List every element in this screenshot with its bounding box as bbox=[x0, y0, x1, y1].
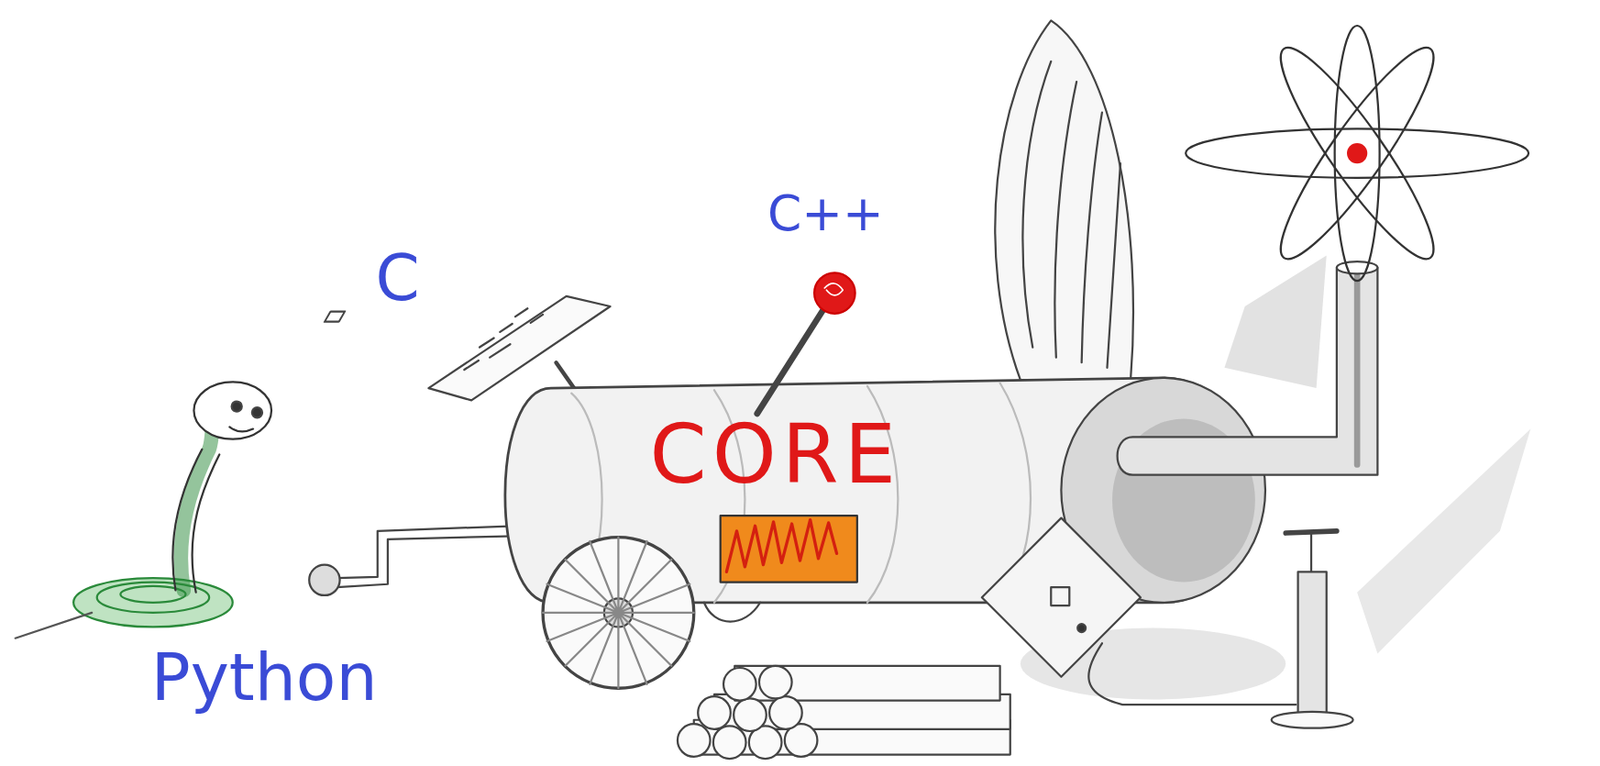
gear-box bbox=[982, 518, 1297, 705]
air-pump bbox=[1271, 530, 1354, 729]
language-label: C++ bbox=[767, 188, 884, 238]
fire-window bbox=[720, 515, 858, 582]
core-label: CORE bbox=[650, 413, 902, 496]
atom-symbol bbox=[1185, 25, 1529, 281]
wheel bbox=[542, 537, 761, 689]
lever bbox=[757, 272, 856, 414]
shadow bbox=[1357, 429, 1531, 654]
shadow bbox=[1224, 254, 1326, 388]
chimney-pipe bbox=[1117, 261, 1379, 475]
wing bbox=[994, 20, 1134, 380]
log-pile bbox=[677, 665, 1011, 759]
tank-label-box: CORE bbox=[612, 403, 939, 506]
language-label: Python bbox=[151, 644, 378, 710]
crank-handle bbox=[308, 525, 516, 596]
python-snake bbox=[15, 381, 272, 638]
language-label: C bbox=[375, 246, 420, 310]
